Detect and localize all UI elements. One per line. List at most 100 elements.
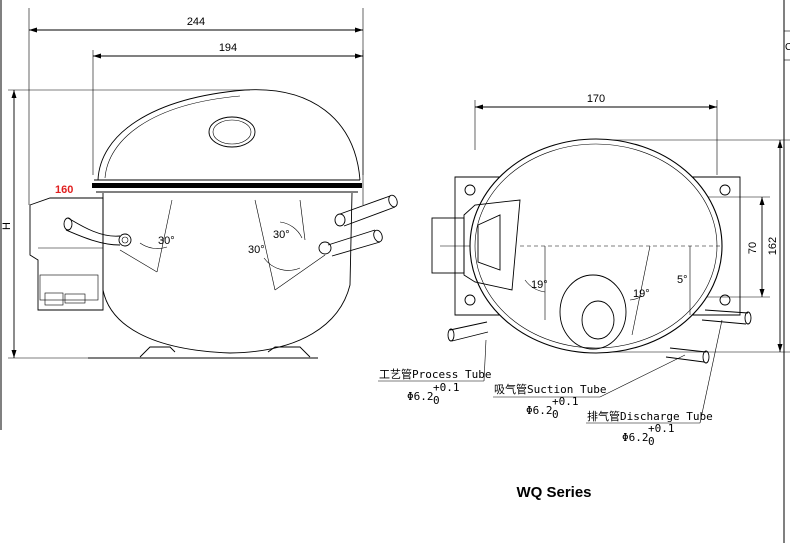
right-tube-b-end: [373, 229, 383, 243]
left-tube-upper: [67, 217, 121, 237]
discharge-tube-end: [744, 311, 752, 325]
angle-right-arc-a: [263, 257, 301, 271]
suction-port-outer: [559, 274, 627, 350]
process-tube-bottom: [451, 331, 489, 342]
arrow-194-right: [355, 53, 363, 59]
suction-leader: [599, 354, 686, 398]
weld-band: [92, 183, 362, 188]
discharge-tube-bottom: [701, 319, 747, 325]
process-tube-diameter: Φ6.2: [407, 390, 434, 403]
dim-h-label: H: [1, 222, 13, 230]
dim-70-label: 70: [747, 242, 759, 254]
process-tube-tol-upper: +0.1: [433, 381, 460, 394]
top-view: 170 162 70: [431, 93, 790, 364]
arrow-170-right: [709, 104, 717, 110]
suction-tube-bottom: [665, 356, 705, 363]
terminal-bracket: [463, 199, 521, 291]
process-tube-top: [449, 321, 488, 331]
suction-tube-tol-lower: 0: [552, 408, 559, 421]
mount-hole-bl: [464, 294, 476, 306]
left-tube-fitting: [118, 233, 132, 247]
angle-left-label: 30°: [158, 235, 175, 247]
upper-shell: [97, 89, 361, 181]
mount-hole-tl: [464, 184, 476, 196]
dim-162-label: 162: [767, 237, 779, 255]
edge-partial-text: C: [785, 42, 790, 53]
arrow-h-bottom: [11, 350, 17, 358]
dome-port: [208, 116, 256, 148]
arrow-244-left: [29, 27, 37, 33]
discharge-tube-tol-upper: +0.1: [648, 422, 675, 435]
upper-shell-inner-line: [104, 95, 241, 179]
arrow-194-left: [93, 53, 101, 59]
angle-right-line-c: [299, 199, 306, 241]
terminal-plug: [44, 292, 64, 306]
angle-c-label: 5°: [677, 274, 688, 286]
tube-callouts: 工艺管Process Tube Φ6.2 +0.1 0 吸气管Suction T…: [378, 319, 723, 448]
angle-left-line-b: [119, 249, 158, 273]
suction-port-inner: [581, 300, 615, 340]
arrow-244-right: [355, 27, 363, 33]
angle-right-b-label: 30°: [273, 229, 290, 241]
terminal-inner: [477, 214, 501, 271]
angle-right-arc-b: [279, 221, 303, 239]
dome-port-inner: [212, 119, 252, 145]
dim-194-label: 194: [219, 42, 237, 54]
terminal-box: [29, 197, 104, 311]
arrow-70-top: [759, 197, 765, 205]
discharge-tube-diameter: Φ6.2: [622, 431, 649, 444]
suction-tube-diameter: Φ6.2: [526, 404, 553, 417]
left-foot: [139, 346, 176, 358]
left-tube-end: [63, 217, 73, 231]
suction-tube-tol-upper: +0.1: [552, 395, 579, 408]
terminal-plug-end: [64, 293, 86, 304]
discharge-tube-top: [704, 309, 749, 314]
angle-b-arc: [629, 295, 643, 301]
series-title: WQ Series: [516, 484, 591, 501]
angle-b-line: [631, 245, 651, 336]
arrow-h-top: [11, 90, 17, 98]
arrow-70-bottom: [759, 289, 765, 297]
suction-tube-end: [702, 350, 710, 364]
angle-right-line-b: [274, 254, 326, 291]
angle-right-a-label: 30°: [248, 244, 265, 256]
angle-a-label: 19°: [531, 279, 548, 291]
mount-hole-tr: [719, 184, 731, 196]
discharge-tube-tol-lower: 0: [648, 435, 655, 448]
right-tube-a-end: [388, 194, 398, 208]
process-tube-label: 工艺管Process Tube: [379, 367, 491, 381]
highlight-value: 160: [55, 184, 73, 196]
arrow-162-bottom: [777, 344, 783, 352]
left-tube-fitting-inner: [121, 236, 129, 244]
process-tube-tol-lower: 0: [433, 394, 440, 407]
angle-left-arc: [139, 242, 168, 249]
discharge-leader: [699, 319, 723, 424]
right-tube-b-lower: [331, 241, 381, 257]
angle-right-line-a: [254, 199, 276, 291]
side-view: 244 194 H 160: [1, 8, 398, 359]
right-tube-b-fitting: [318, 241, 332, 255]
discharge-tube-label: 排气管Discharge Tube: [587, 409, 713, 423]
terminal-cover: [39, 274, 99, 301]
lower-shell: [102, 192, 353, 354]
angle-left-line-a: [156, 199, 173, 273]
dim-170-label: 170: [587, 93, 605, 105]
arrow-162-top: [777, 140, 783, 148]
process-tube-end: [447, 328, 455, 342]
right-tube-a-lower: [343, 206, 396, 227]
right-tube-a-upper: [339, 195, 391, 215]
suction-tube-label: 吸气管Suction Tube: [494, 382, 606, 396]
angle-a-arc: [524, 279, 546, 293]
right-tube-b-upper: [327, 229, 376, 246]
terminal-housing: [431, 217, 465, 274]
right-tube-a-fitting: [334, 213, 346, 227]
right-foot: [267, 346, 311, 358]
arrow-170-left: [475, 104, 483, 110]
dim-244-label: 244: [187, 16, 205, 28]
process-leader: [483, 339, 487, 382]
mount-hole-br: [719, 294, 731, 306]
angle-b-label: 19°: [633, 288, 650, 300]
suction-tube-top: [669, 347, 707, 353]
left-tube-lower: [65, 229, 121, 246]
